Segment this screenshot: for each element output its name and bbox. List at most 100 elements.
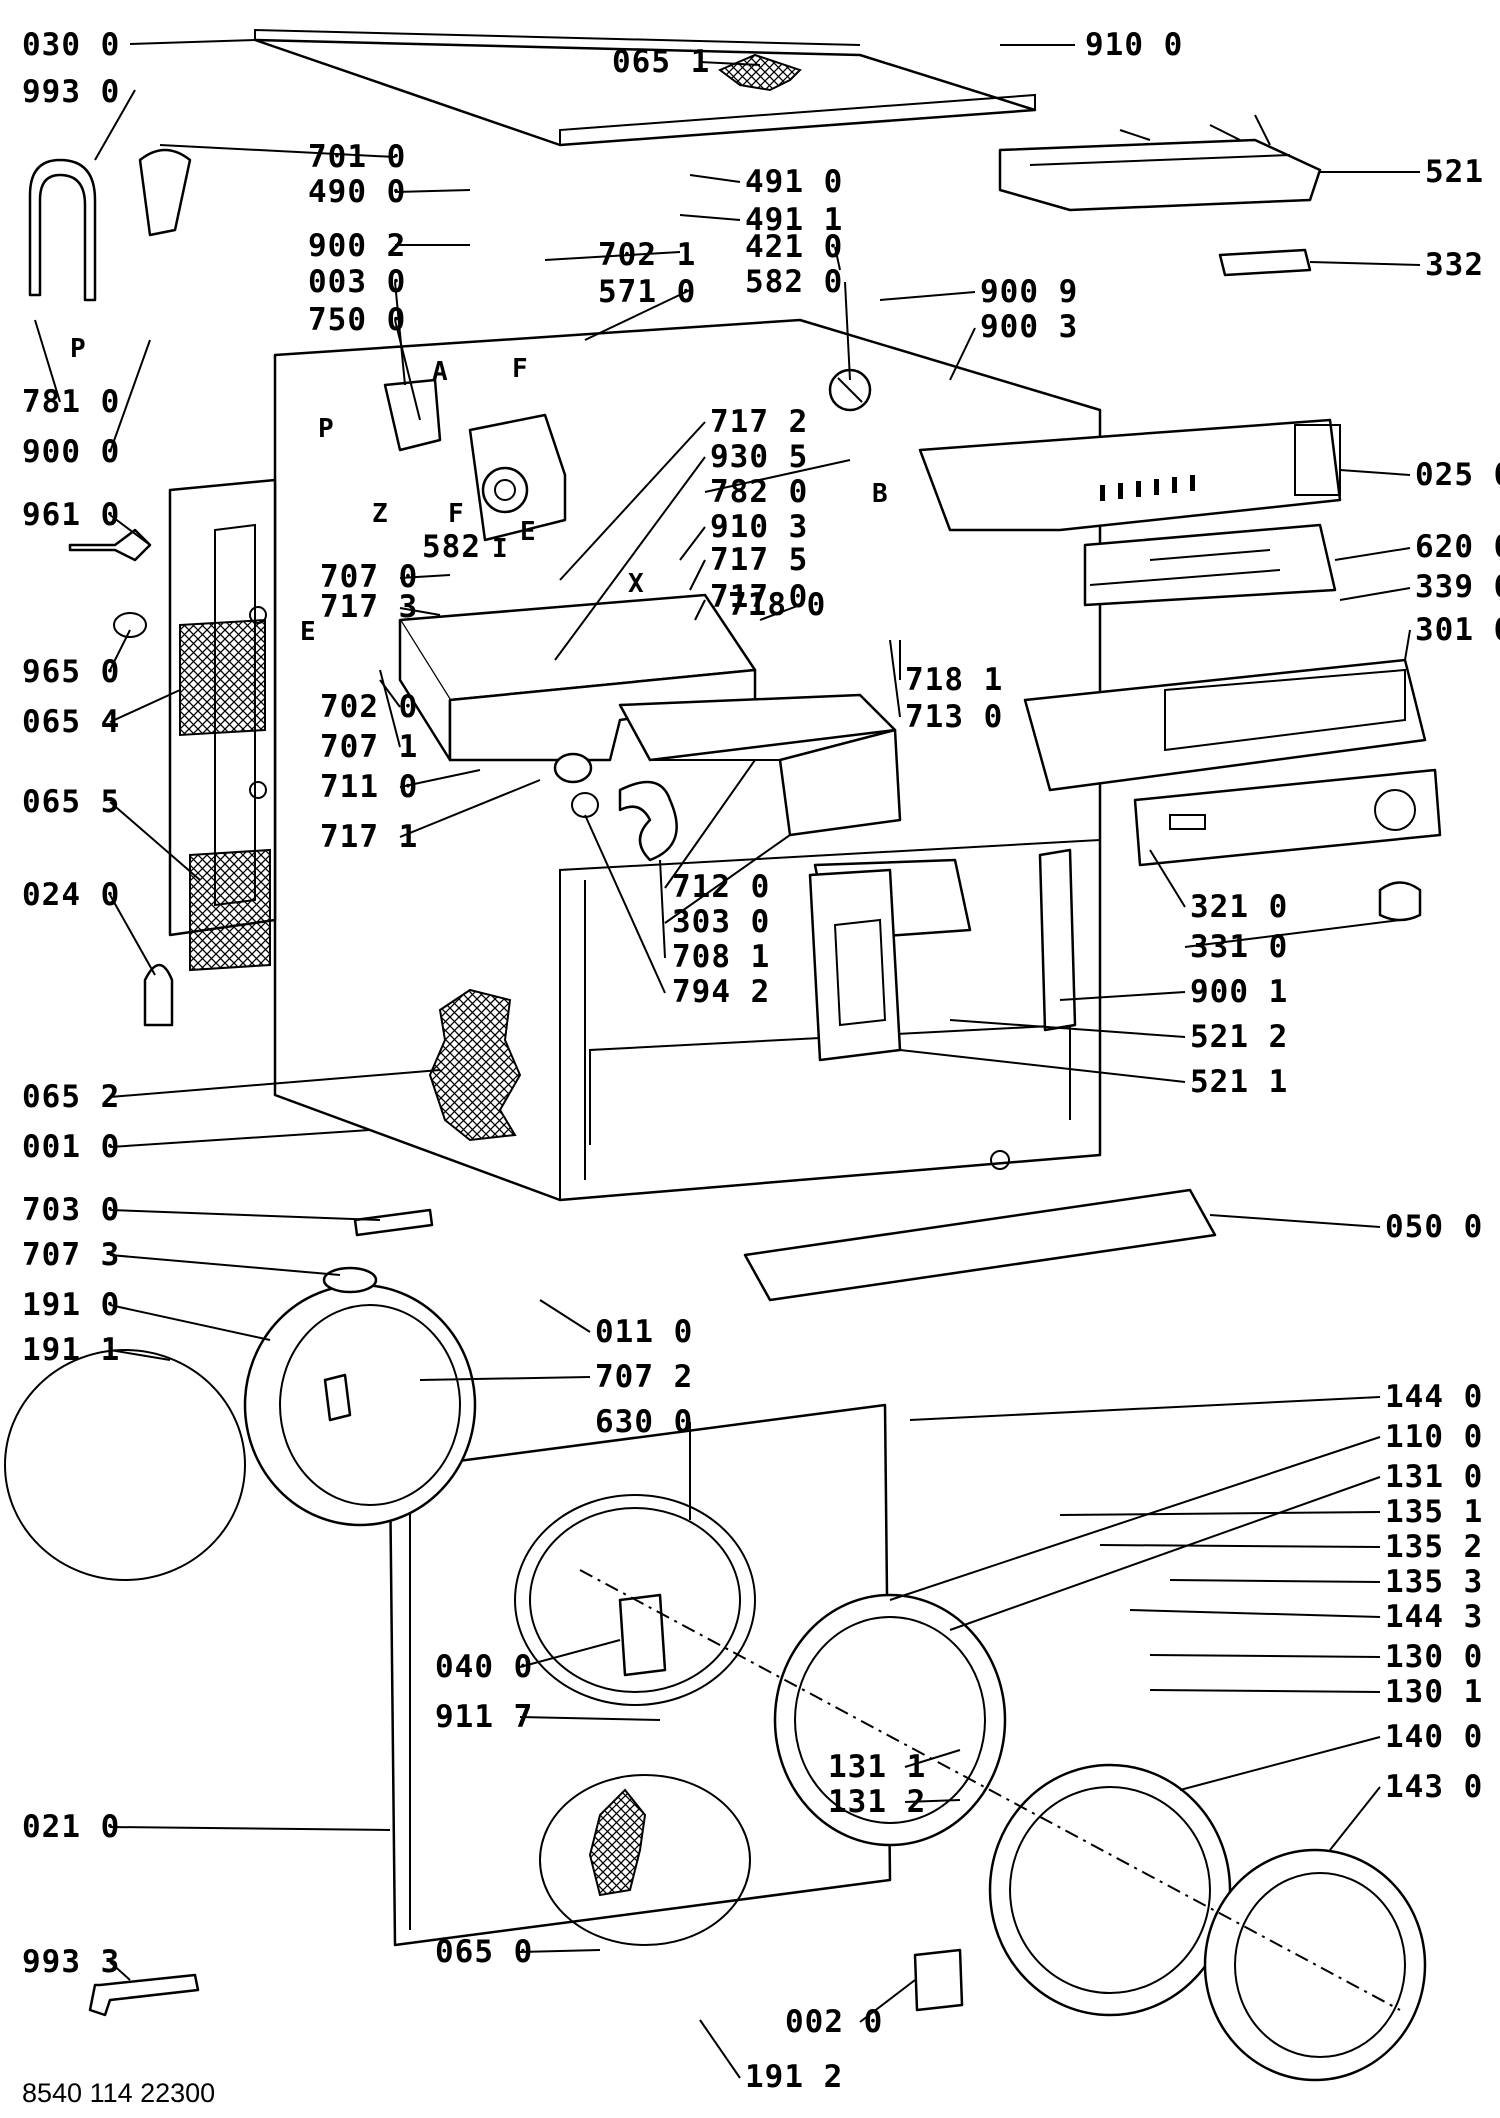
label-130-0: 130 0 — [1385, 1639, 1483, 1675]
label-702-0: 702 0 — [320, 689, 418, 725]
labels-center: 717 2 930 5 782 0 910 3 717 5 717 0 718 … — [320, 404, 1003, 1010]
leader-line — [399, 779, 541, 838]
leader-line — [399, 769, 481, 788]
leader-line — [519, 1949, 601, 1953]
label-900-9: 900 9 — [980, 274, 1078, 310]
marker-F-top: F — [512, 354, 528, 384]
label-065-4: 065 4 — [22, 704, 120, 740]
label-065-1: 065 1 — [612, 44, 710, 80]
label-303-0: 303 0 — [672, 904, 770, 940]
label-339-0: 339 0 — [1415, 569, 1500, 605]
marker-Z: Z — [372, 499, 388, 529]
label-491-0: 491 0 — [745, 164, 843, 200]
seal-7073 — [322, 1266, 378, 1294]
label-135-2: 135 2 — [1385, 1529, 1483, 1565]
leader-line — [1129, 1609, 1381, 1618]
marker-P-cabinet: P — [318, 414, 334, 444]
leader-line — [109, 1129, 371, 1148]
leader-line — [1339, 469, 1411, 476]
leader-line — [129, 39, 256, 45]
leader-line — [554, 456, 706, 661]
label-993-3: 993 3 — [22, 1944, 120, 1980]
leader-line — [159, 144, 396, 158]
label-024-0: 024 0 — [22, 877, 120, 913]
label-321-0b: 321 0 — [1190, 889, 1288, 925]
leader-line — [689, 559, 706, 591]
leader-line — [419, 1376, 591, 1381]
label-702-1: 702 1 — [598, 237, 696, 273]
label-582-0: 582 0 — [745, 264, 843, 300]
door-switch-9001 — [1038, 848, 1077, 1032]
label-911-7: 911 7 — [435, 1699, 533, 1735]
leader-line — [1339, 587, 1411, 601]
label-135-3: 135 3 — [1385, 1564, 1483, 1600]
bracket-5212 — [808, 858, 972, 1062]
label-993-0: 993 0 — [22, 74, 120, 110]
trim-strip-0500 — [743, 1188, 1217, 1302]
labels-left: 030 0 993 0 701 0 490 0 900 2 003 0 750 … — [22, 27, 882, 2095]
label-001-0: 001 0 — [22, 1129, 120, 1165]
leader-line — [1309, 261, 1421, 266]
hose-connector — [553, 752, 593, 784]
insulation-pad-0654 — [179, 618, 266, 737]
leader-line — [519, 1716, 661, 1721]
leader-line — [834, 246, 841, 271]
leader-line — [109, 339, 151, 453]
label-717-0: 717 0 — [710, 579, 808, 615]
door-frame-1100 — [773, 1593, 1007, 1847]
label-718-1: 718 1 — [905, 662, 1003, 698]
label-965-0: 965 0 — [22, 654, 120, 690]
leader-line — [539, 1299, 591, 1333]
panel-frame-3010 — [1023, 658, 1427, 792]
label-130-1: 130 1 — [1385, 1674, 1483, 1710]
leader-line — [899, 1049, 1186, 1083]
wrench-9933 — [88, 1973, 200, 2017]
leader-line — [879, 291, 976, 301]
label-025-0: 025 0 — [1415, 457, 1500, 493]
hose-9930 — [28, 158, 97, 302]
insulation-pad-0650 — [588, 1788, 647, 1897]
label-713-0: 713 0 — [905, 699, 1003, 735]
leader-line — [379, 669, 401, 748]
label-717-5: 717 5 — [710, 542, 808, 578]
marker-F-valve: F — [448, 499, 464, 529]
leader-line — [659, 859, 666, 959]
tub-seal-1911 — [4, 1349, 246, 1581]
label-707-2: 707 2 — [595, 1359, 693, 1395]
leader-line — [949, 1019, 1186, 1038]
label-900-1: 900 1 — [1190, 974, 1288, 1010]
hose-0708 — [618, 780, 678, 862]
leader-line — [664, 834, 791, 924]
leader-line — [1329, 1786, 1381, 1851]
label-961-0: 961 0 — [22, 497, 120, 533]
marker-A: A — [432, 357, 448, 387]
letter-markers: P P A F F Z E E I I X B 582 — [70, 334, 888, 647]
label-782-0: 782 0 — [710, 474, 808, 510]
label-750-0: 750 0 — [308, 302, 406, 338]
label-140-0: 140 0 — [1385, 1719, 1483, 1755]
label-718-0: 718 0 — [728, 587, 826, 623]
label-900-3: 900 3 — [980, 309, 1078, 345]
label-521-1: 521 1 — [1190, 1064, 1288, 1100]
leader-line — [109, 1304, 271, 1341]
panel-0020 — [913, 1948, 964, 2012]
leader-line — [664, 759, 756, 889]
label-131-0: 131 0 — [1385, 1459, 1483, 1495]
leader-line — [584, 814, 666, 994]
label-794-2: 794 2 — [672, 974, 770, 1010]
label-011-0: 011 0 — [595, 1314, 693, 1350]
label-301-0: 301 0 — [1415, 612, 1500, 648]
label-131-2: 131 2 — [828, 1784, 926, 1820]
label-191-0: 191 0 — [22, 1287, 120, 1323]
insulation-pad-0652 — [428, 988, 522, 1142]
label-717-2: 717 2 — [710, 404, 808, 440]
pressure-switch — [828, 368, 872, 412]
label-490-0: 490 0 — [308, 174, 406, 210]
leader-line — [859, 1979, 916, 2023]
marker-X: X — [628, 569, 644, 599]
leader-line — [109, 894, 156, 976]
label-050-0: 050 0 — [1385, 1209, 1483, 1245]
label-910-0: 910 0 — [1085, 27, 1183, 63]
label-707-3: 707 3 — [22, 1237, 120, 1273]
clip-9650 — [113, 612, 147, 638]
